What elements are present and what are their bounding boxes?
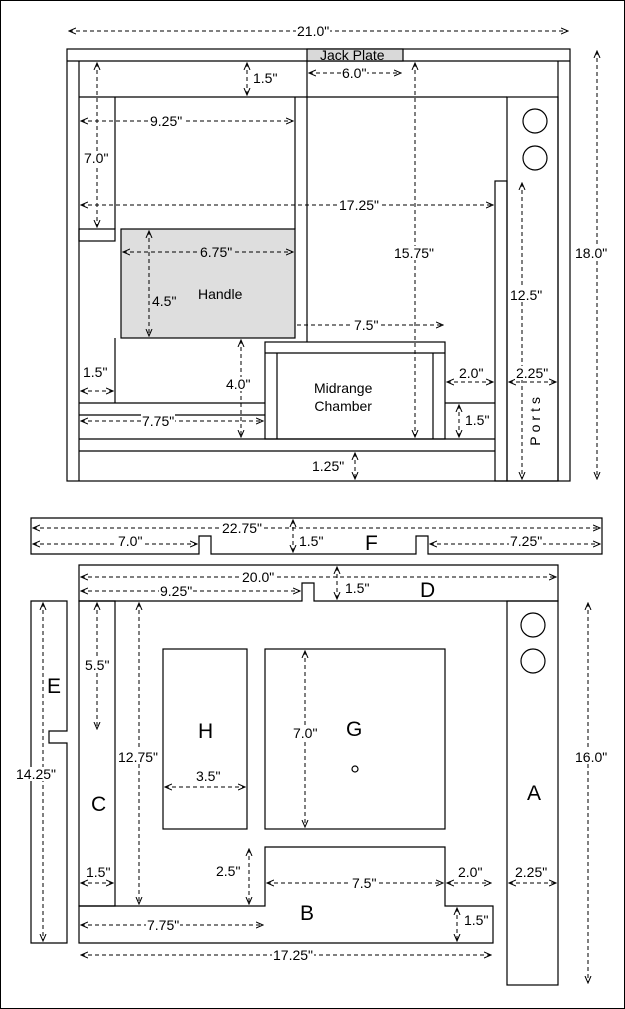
handle-width-label: 6.75": [199, 244, 234, 260]
part-h-letter: H: [198, 720, 214, 743]
jack-plate-label: Jack Plate: [320, 47, 385, 63]
part-h-width-label: 3.5": [195, 768, 222, 784]
part-d-length-label: 20.0": [241, 569, 276, 585]
handle-label: Handle: [198, 286, 243, 302]
overall-width-label: 21.0": [296, 23, 331, 39]
right-gap-label: 2.0": [458, 365, 485, 381]
part-f-right-label: 7.25": [509, 533, 544, 549]
part-b-step-label: 2.5": [215, 863, 242, 879]
part-f-length-label: 22.75": [221, 520, 264, 536]
part-a-length-label: 16.0": [574, 749, 609, 765]
part-a-width-label: 2.25": [514, 864, 549, 880]
part-g-letter: G: [346, 718, 363, 741]
dimension-lines: [33, 31, 600, 983]
part-c-width-label: 1.5": [85, 864, 112, 880]
shelf-width-label: 9.25": [149, 113, 184, 129]
part-e-length-label: 14.25": [15, 766, 58, 782]
part-c-length-label: 12.75": [117, 749, 160, 765]
part-b-length-label: 17.25": [272, 947, 315, 963]
inner-width-label: 17.25": [338, 197, 381, 213]
handle-height-label: 4.5": [151, 293, 178, 309]
part-b-right-step-label: 1.5": [463, 912, 490, 928]
part-e-letter: E: [47, 675, 62, 698]
overall-height-label: 18.0": [574, 245, 609, 261]
part-e-outline: [30, 600, 68, 944]
ports-label: Ports: [527, 393, 543, 446]
part-f-height-label: 1.5": [298, 533, 325, 549]
part-g-outline: [264, 648, 446, 830]
part-d-notch-label: 9.25": [159, 583, 194, 599]
part-b-mid-label: 7.5": [351, 875, 378, 891]
part-b-left-label: 7.75": [146, 917, 181, 933]
part-g-height-label: 7.0": [292, 725, 319, 741]
part-b-right-label: 2.0": [457, 864, 484, 880]
bottom-strip-label: 1.25": [311, 458, 346, 474]
part-c-letter: C: [91, 793, 107, 816]
handle-gap-label: 4.0": [225, 376, 252, 392]
part-f-letter: F: [365, 532, 378, 555]
inner-height-label: 15.75": [393, 245, 436, 261]
part-d-letter: D: [420, 579, 436, 602]
jack-offset-label: 6.0": [341, 65, 368, 81]
part-f-left-label: 7.0": [117, 533, 144, 549]
upper-height-label: 7.0": [83, 150, 110, 166]
part-b-letter: B: [300, 902, 315, 925]
port-width-label: 2.25": [515, 365, 550, 381]
part-h-outline: [162, 648, 248, 830]
port-height-label: 12.5": [509, 287, 544, 303]
right-step-label: 1.5": [464, 412, 491, 428]
part-c-notch-label: 5.5": [84, 657, 111, 673]
lower-left-label: 7.75": [141, 413, 176, 429]
midrange-chamber-label: Midrange Chamber: [314, 380, 373, 414]
part-f-outline: [30, 517, 603, 555]
part-a-outline: [506, 600, 559, 986]
top-strip-label: 1.5": [252, 70, 279, 86]
parts-outline: [30, 517, 603, 986]
part-d-height-label: 1.5": [344, 580, 371, 596]
left-post-label: 1.5": [82, 364, 109, 380]
part-a-letter: A: [527, 782, 542, 805]
mid-offset-label: 7.5": [353, 317, 380, 333]
part-b-outline: [78, 846, 494, 944]
part-d-outline: [78, 564, 559, 602]
